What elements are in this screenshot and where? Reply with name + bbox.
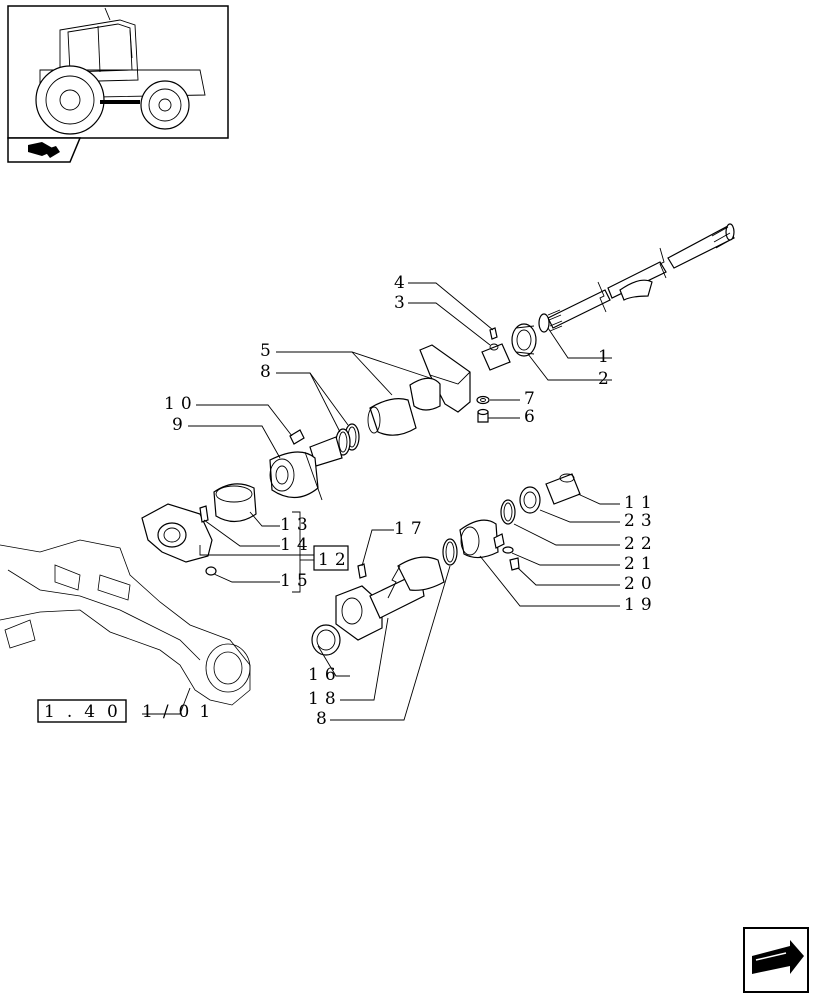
next-page-arrow-icon[interactable]	[743, 927, 809, 993]
screw-20-washer-21	[502, 546, 520, 571]
o-ring-lower	[442, 538, 458, 566]
tractor-thumbnail	[7, 5, 229, 163]
axle-housing-ghost	[0, 539, 251, 706]
label-14: 14	[280, 535, 314, 555]
screw-10	[289, 429, 305, 445]
bracket-housing	[367, 344, 471, 436]
label-16: 16	[308, 665, 342, 685]
part-labels: 1 2 3 4 5 6 7 8 9 10 11 12 13 14 15 16 1…	[164, 273, 658, 729]
label-4: 4	[394, 273, 411, 293]
collar	[459, 519, 505, 559]
label-11: 11	[624, 493, 658, 513]
label-18: 18	[308, 689, 342, 709]
screw-and-washer	[476, 395, 490, 423]
label-19: 19	[624, 595, 658, 615]
label-1: 1	[598, 347, 615, 367]
label-13: 13	[280, 515, 314, 535]
bearing	[511, 323, 537, 357]
label-15: 15	[280, 571, 314, 591]
hub-sleeve	[269, 436, 343, 501]
trunnion-support	[141, 503, 213, 563]
half-bushes	[213, 483, 257, 523]
label-7: 7	[524, 389, 541, 409]
label-12: 12	[318, 550, 352, 570]
flange-housing	[335, 556, 445, 641]
label-8-upper: 8	[260, 362, 277, 382]
label-5: 5	[260, 341, 277, 361]
label-22: 22	[624, 534, 658, 554]
label-20: 20	[624, 574, 658, 594]
label-17: 17	[394, 519, 428, 539]
reference-box: 1.40	[44, 702, 130, 722]
label-2: 2	[598, 369, 615, 389]
label-3: 3	[394, 293, 411, 313]
label-6: 6	[524, 407, 541, 427]
ring-23	[519, 486, 541, 514]
label-23: 23	[624, 511, 658, 531]
label-10: 10	[164, 394, 198, 414]
bush-and-pin	[481, 327, 511, 371]
label-9: 9	[172, 415, 189, 435]
leader-lines	[142, 282, 620, 721]
label-8-lower: 8	[316, 709, 333, 729]
bush-11	[545, 473, 581, 505]
seal-ring	[311, 624, 341, 656]
axle-shaft	[538, 223, 735, 333]
reference-tag[interactable]: 1.40 1/01	[37, 699, 220, 723]
screw-15	[205, 566, 217, 576]
label-12-box	[313, 545, 349, 571]
book-icon	[28, 142, 60, 158]
screw-17	[357, 563, 367, 579]
label-21: 21	[624, 554, 658, 574]
ring-22	[500, 499, 516, 525]
reference-suffix: 1/01	[142, 702, 220, 722]
